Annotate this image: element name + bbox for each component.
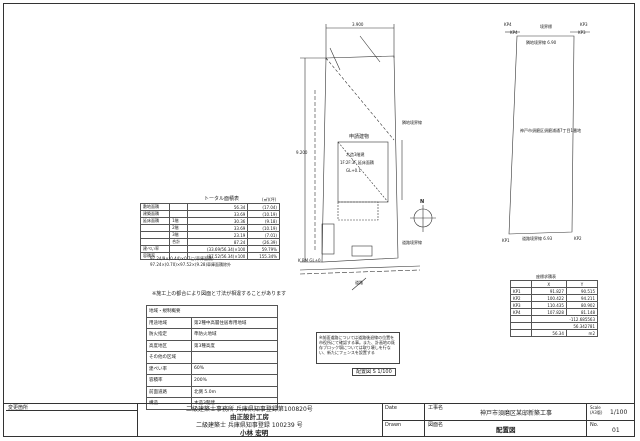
sheet-frame <box>3 3 635 437</box>
plan-note-road: 道路境界線 <box>402 240 422 245</box>
coord-header-cell <box>510 280 532 288</box>
area-table-unit: (㎡)(坪) <box>262 197 277 202</box>
coord-table-title: 座標求積表 <box>536 274 556 279</box>
architect-line2: 小林 宏明 <box>240 429 269 437</box>
survey-label-kp4-top: KP4 <box>504 22 512 27</box>
scale-value: 1/100 <box>610 409 628 416</box>
coord-header-cell: X <box>530 280 567 288</box>
architect-line1: 二級建築士 兵庫県知事登録 100239 号 <box>196 422 303 429</box>
site-boundary <box>321 55 399 263</box>
coord-cell: KP2 <box>510 294 532 302</box>
zone-table-row: 高度地区第3種高度 <box>146 339 278 352</box>
coord-header-cell: Y <box>565 280 599 288</box>
coord-summary-sum1: -112.685563 <box>530 315 599 323</box>
coord-cell: KP4 <box>510 308 532 316</box>
area-cell-m2: (87.52/56.34)×100 <box>187 252 249 260</box>
coord-cell: 94.211 <box>565 294 599 302</box>
survey-label-mark: 境界標 <box>540 24 552 29</box>
building-line2: 1F:2F:3F 延床面積 <box>340 160 374 165</box>
coord-summary-unit: m2 <box>565 329 599 337</box>
parking-outline <box>337 201 379 221</box>
note-box: ※前面道路については道路後退線の位置を市役所にて確認する事。また、計画地の既存ブ… <box>316 332 400 364</box>
coord-cell: 81.148 <box>565 308 599 316</box>
no-value: 01 <box>612 427 620 434</box>
coord-cell: KP3 <box>510 301 532 309</box>
north-label: N <box>420 199 425 205</box>
coord-cell: 90.515 <box>565 287 599 295</box>
project-label: 工事名 <box>428 405 444 411</box>
survey-pt-br: KP2 <box>574 236 582 241</box>
office-line2: 由正設計工房 <box>230 413 269 421</box>
coord-cell: KP1 <box>510 287 532 295</box>
coord-cell: 80.902 <box>565 301 599 309</box>
building-line1: 木造3階建 <box>346 152 365 157</box>
date-label: Date <box>385 405 397 411</box>
zone-table-row: 防火指定準防火地域 <box>146 328 278 341</box>
coord-cell: 91.827 <box>530 287 567 295</box>
area-footnote-1: 97.24/9×(0.44)×0.7に(車庫面積) <box>150 256 214 261</box>
coord-cell: 107.828 <box>530 308 567 316</box>
coord-summary-area: 56.34 <box>530 329 567 337</box>
revision-label: 変更箇所 <box>8 405 29 411</box>
coord-cell: 100.422 <box>530 294 567 302</box>
scale-label: 配置図 S 1/100 <box>352 368 396 376</box>
coord-cell: 110.435 <box>530 301 567 309</box>
area-cell-tsubo: 155.34% <box>247 252 280 260</box>
coord-summary-sum2: 56.342781 <box>530 322 599 330</box>
drawn-label: Drawn <box>385 422 402 428</box>
scale-label-tb: Scale (A3版) <box>590 405 603 415</box>
survey-pt-top-right: KP3 <box>578 30 586 35</box>
survey-left-note: 隣地境界線 6.90 <box>526 40 557 45</box>
plan-top-dim: 3.900 <box>352 22 364 27</box>
area-cell-label: 容積率 <box>139 252 171 260</box>
survey-right-note: 神戸市須磨区須磨浦通7丁目1番地 <box>520 128 582 133</box>
survey-plot <box>505 31 590 235</box>
office-line1: 二級建築士事務所 兵庫県知事登録第100820号 <box>186 406 313 413</box>
survey-label-kp3-top: KP3 <box>580 22 588 27</box>
building-line3: GL+0.1 <box>346 168 362 173</box>
plan-note-neighbor: 隣地境界線 <box>402 120 422 125</box>
kbm-note: K.BM GL±0 <box>298 258 321 263</box>
building-label: 申請建物 <box>349 134 370 140</box>
area-table-title: トータル面積表 <box>204 196 240 202</box>
survey-pt-top-left: KP4 <box>510 30 518 35</box>
plan-left-dim: 9.200 <box>296 150 308 155</box>
warning-text: ※施工上の都合により図面と寸法が相違することがあります <box>152 291 287 297</box>
road-label: 道路 <box>355 280 363 285</box>
drawing-value: 配置図 <box>496 426 516 434</box>
survey-bottom-note: 道路境界線 6.93 <box>522 236 553 241</box>
survey-pt-bl: KP1 <box>502 238 510 243</box>
area-footnote-2: 97.24×(0.70)×97.52×(9.28)車庫面積除外 <box>150 262 232 267</box>
project-value: 神戸市須磨区某邸新築工事 <box>480 410 553 417</box>
drawing-label: 図面名 <box>428 422 444 428</box>
no-label: No. <box>590 422 599 428</box>
